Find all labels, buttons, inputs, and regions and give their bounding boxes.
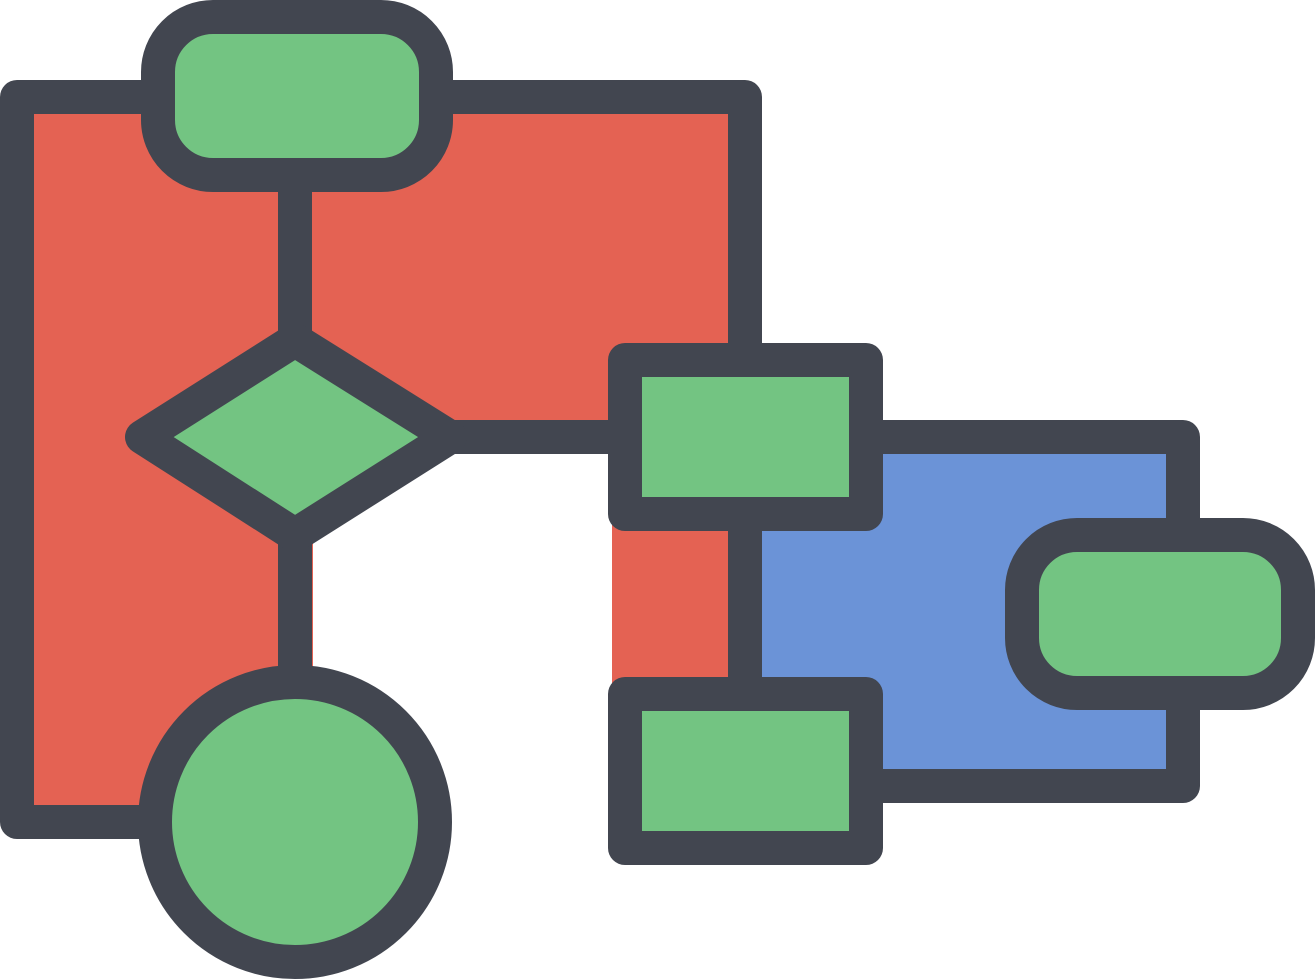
process-node-lower [608,677,883,865]
process-node-upper [608,343,883,531]
end-terminator-node [1005,518,1315,710]
connector-circle-node [138,665,452,979]
decision-diamond-node [125,323,467,552]
start-terminator-node [141,0,453,192]
right-panel-cutout [762,380,1316,419]
